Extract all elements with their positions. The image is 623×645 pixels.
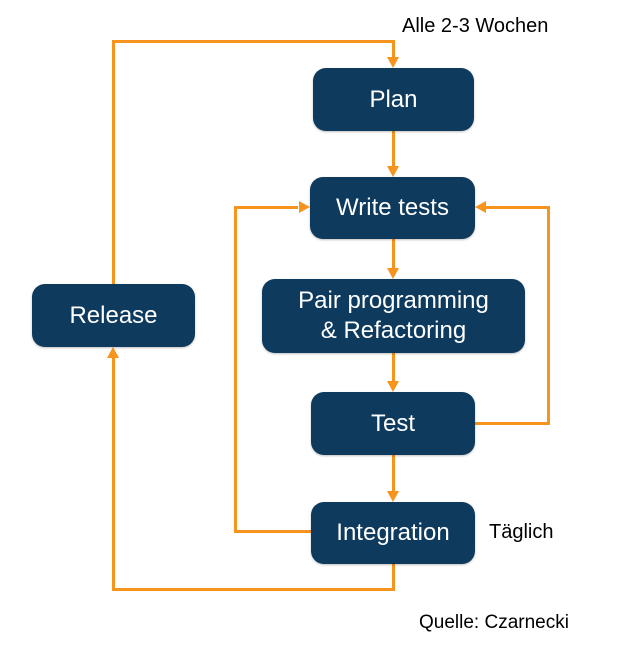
arrowhead-into-write-tests-left-icon [299,201,310,213]
edge-integration-to-release-vertical [112,358,115,591]
node-integration-label: Integration [336,519,450,546]
node-release: Release [32,284,195,347]
arrowhead-into-test-icon [387,381,399,392]
edge-write-tests-to-pair [392,239,395,269]
edge-integration-to-release-drop [392,564,395,591]
edge-integration-to-write-tests-vertical [234,206,237,533]
edge-integration-to-release-horizontal [112,588,395,591]
edge-test-to-write-tests-bottom [475,422,550,425]
arrowhead-into-integration-icon [387,491,399,502]
node-plan: Plan [313,68,474,131]
node-pair-programming: Pair programming & Refactoring [262,279,525,353]
arrowhead-into-release-icon [107,347,119,358]
node-pair-programming-label: Pair programming & Refactoring [298,287,489,344]
edge-release-to-plan-vertical [112,40,115,285]
edge-integration-to-write-tests-bottom [234,530,312,533]
node-write-tests: Write tests [310,177,475,239]
cycle-duration-label: Alle 2-3 Wochen [402,15,549,37]
node-write-tests-label: Write tests [336,194,449,221]
daily-label: Täglich [489,521,554,543]
edge-test-to-write-tests-top [486,206,550,209]
edge-plan-to-write-tests [392,131,395,167]
arrowhead-into-write-tests-top-icon [387,166,399,177]
edge-integration-to-write-tests-top [234,206,298,209]
arrowhead-into-plan-icon [387,57,399,68]
node-plan-label: Plan [369,85,418,113]
edge-test-to-write-tests-vertical [547,207,550,425]
node-test: Test [311,392,475,455]
source-credit-label: Quelle: Czarnecki [419,612,569,633]
edge-release-to-plan-drop [392,40,395,60]
edge-pair-to-test [392,353,395,382]
node-test-label: Test [370,409,415,437]
edge-release-to-plan-horizontal [112,40,395,43]
arrowhead-into-write-tests-right-icon [475,201,486,213]
arrowhead-into-pair-icon [387,268,399,279]
edge-test-to-integration [392,455,395,492]
node-integration: Integration [311,502,475,564]
node-release-label: Release [69,301,158,329]
